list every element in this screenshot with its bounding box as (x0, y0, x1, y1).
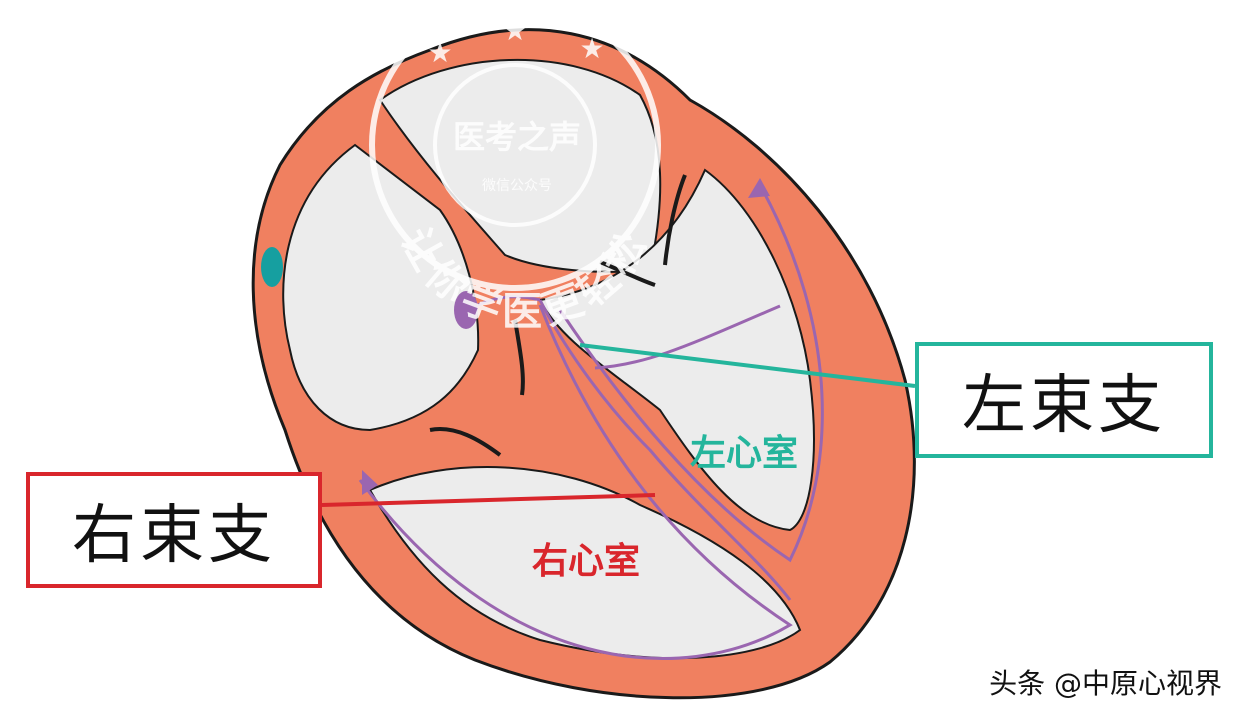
atrioventricular-node (454, 291, 478, 329)
conduction-path-apex (358, 304, 793, 661)
conduction-path-outer (558, 184, 824, 563)
conduction-arrow-right (362, 470, 378, 495)
right-bundle-branch-label: 右束支 (26, 472, 322, 588)
stamp-outer-ring (369, 0, 661, 291)
valve-curve (599, 260, 656, 287)
conduction-path-inner (538, 299, 792, 601)
valve-curve (513, 319, 525, 396)
star-icon: ★ (502, 14, 527, 47)
star-icon: ★ (427, 36, 452, 69)
left-bundle-branch-label: 左束支 (915, 342, 1213, 458)
stamp-title: 医考之声 (453, 118, 581, 156)
left-bundle-fascicle-path (594, 304, 781, 370)
sinoatrial-node (261, 247, 283, 287)
right-ventricle-label: 右心室 (532, 540, 640, 582)
stamp-subtitle: 微信公众号 (482, 178, 552, 194)
left-ventricle-label: 左心室 (690, 432, 798, 474)
right-bundle-pointer-line (321, 493, 656, 507)
source-watermark: 头条 @中原心视界 (989, 667, 1222, 700)
left-bundle-pointer-line (579, 343, 916, 388)
valve-curve (663, 174, 687, 266)
right-ventricle (368, 466, 802, 660)
valve-curve (429, 427, 502, 457)
conduction-arrow-up (748, 178, 770, 198)
star-icon: ★ (579, 32, 604, 65)
his-bundle-path (477, 295, 541, 307)
stamp-inner-ring (433, 63, 597, 227)
